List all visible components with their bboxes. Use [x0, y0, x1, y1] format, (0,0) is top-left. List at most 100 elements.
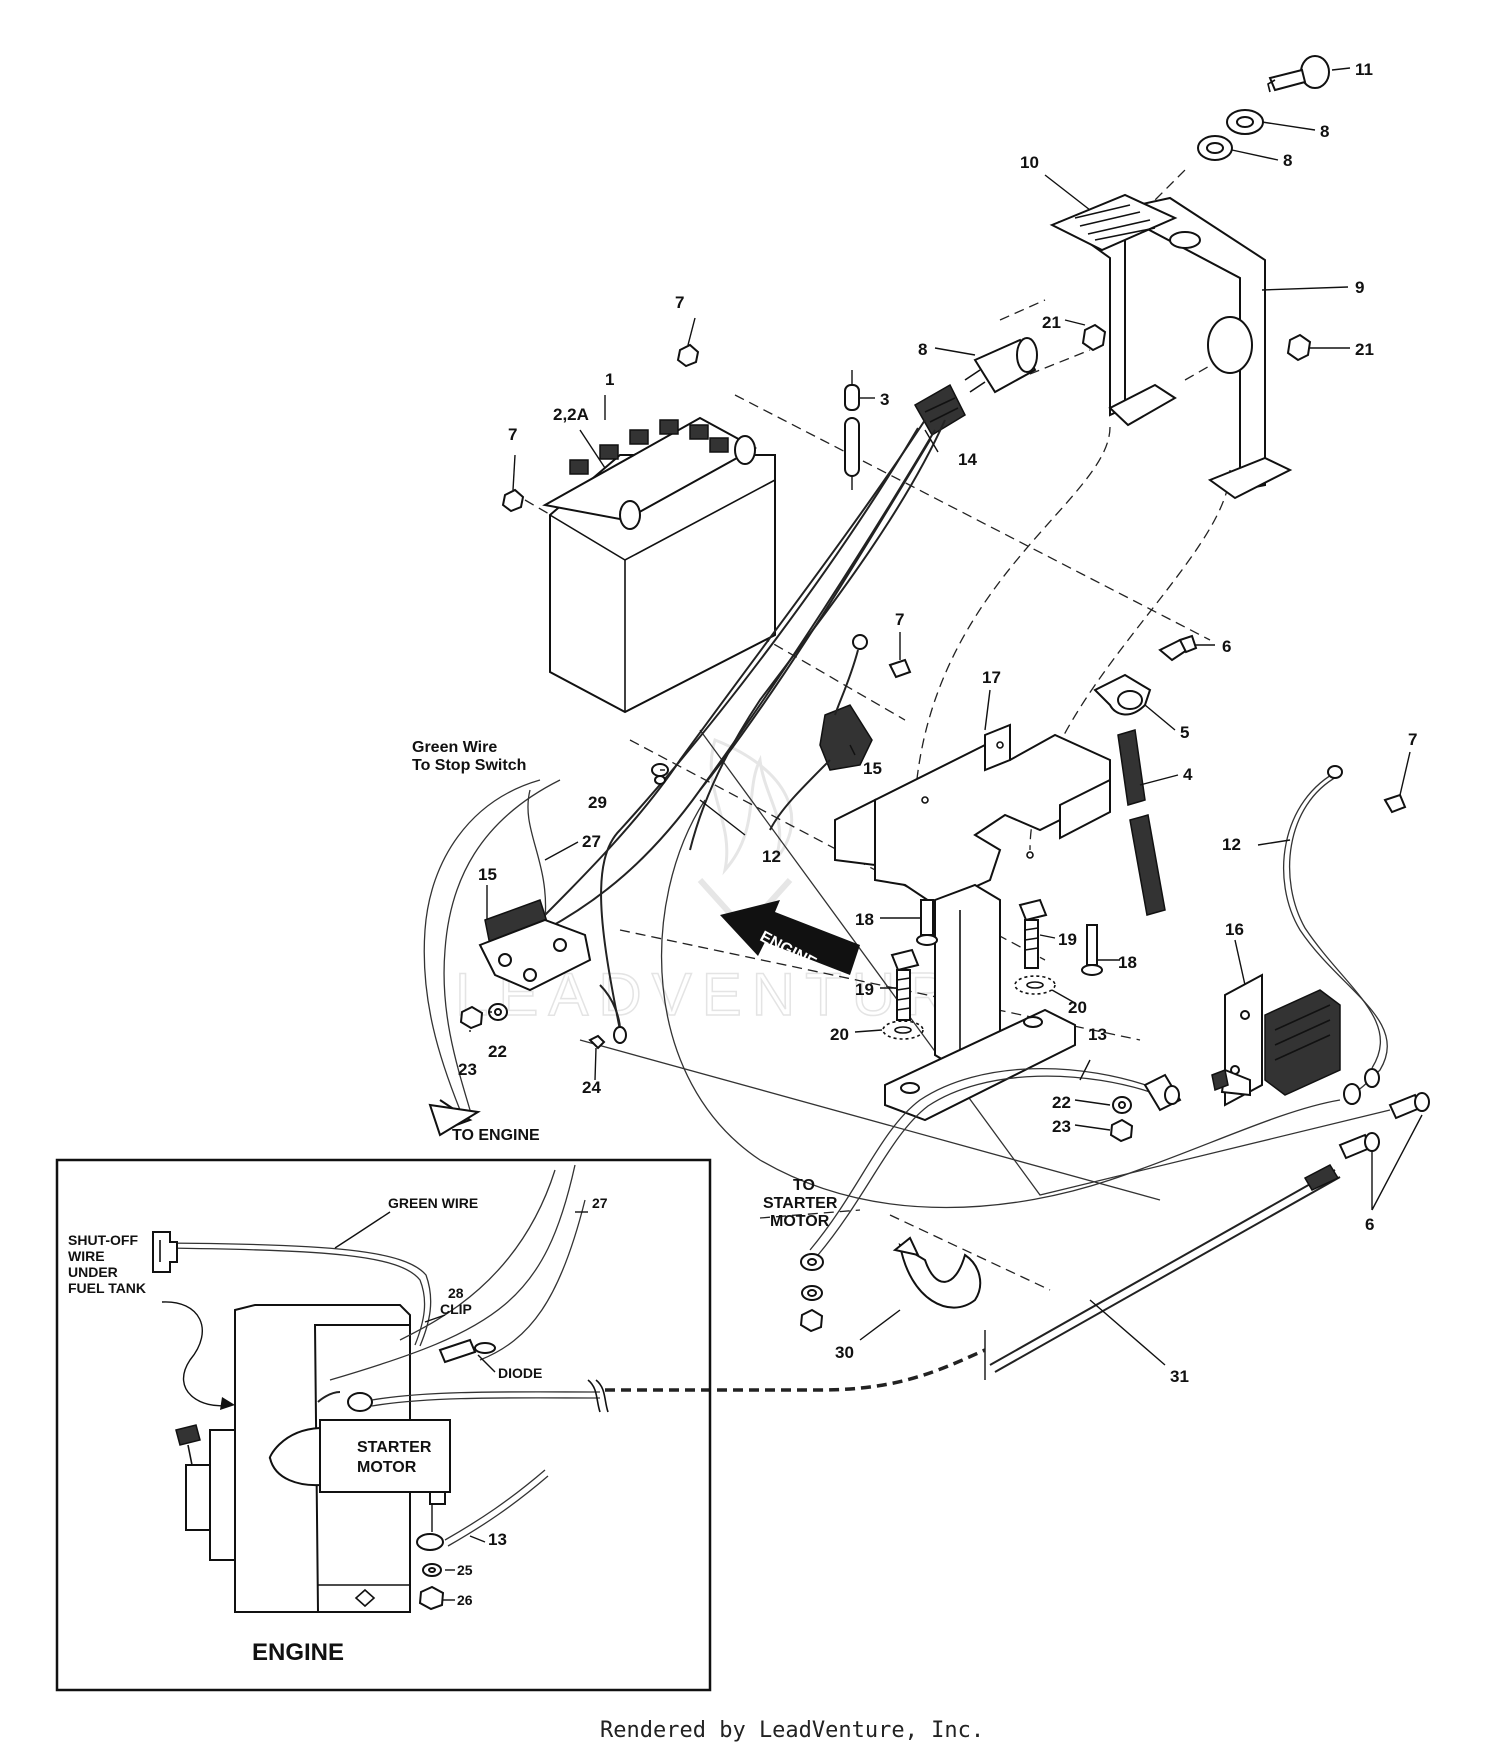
- frame-lines: [579, 729, 1391, 1201]
- ignition-switch: [964, 337, 1038, 394]
- ignition-key: [1267, 55, 1330, 93]
- callout-25: 25: [457, 1562, 473, 1578]
- callout-18-right: 18: [1118, 953, 1137, 972]
- callout-2-2a: 2,2A: [553, 405, 589, 424]
- green-wire: [423, 779, 561, 1111]
- fuse-holder: [844, 370, 860, 490]
- callout-12-right: 12: [1222, 835, 1241, 854]
- callout-29: 29: [588, 793, 607, 812]
- bolt-18-right: [1081, 924, 1103, 976]
- callout-6-bottom: 6: [1365, 1215, 1374, 1234]
- callout-6-top: 6: [1222, 637, 1231, 656]
- ground-terminal: [588, 984, 627, 1050]
- bolts: [890, 898, 1103, 1021]
- callout-15-mid: 15: [863, 759, 882, 778]
- callout-27-main: 27: [582, 832, 601, 851]
- callout-4: 4: [1183, 765, 1193, 784]
- green-wire-label-1: Green Wire: [412, 739, 497, 756]
- inset-shutoff-2: WIRE: [68, 1248, 105, 1264]
- keyswitch-washer: [1197, 135, 1233, 161]
- callout-24: 24: [582, 1078, 601, 1097]
- battery-tray: [834, 723, 1111, 907]
- callout-14: 14: [958, 450, 977, 469]
- to-starter-label-1: TO: [793, 1177, 815, 1194]
- cable-clamp: [1093, 673, 1152, 716]
- callout-22-right: 22: [1052, 1093, 1071, 1112]
- green-wire-label-2: To Stop Switch: [412, 757, 526, 774]
- diamond-marking: [354, 1588, 376, 1608]
- wiring-harness: [539, 419, 946, 1031]
- callout-7-top: 7: [675, 293, 684, 312]
- nuts-21: [1081, 323, 1312, 362]
- callout-9: 9: [1355, 278, 1364, 297]
- bolt-19-left: [890, 948, 920, 1021]
- decal: [1049, 193, 1178, 252]
- callout-19-left: 19: [855, 980, 874, 999]
- inset-shutoff-3: UNDER: [68, 1264, 118, 1280]
- callout-20-right: 20: [1068, 998, 1087, 1017]
- callout-27-inset: 27: [592, 1195, 608, 1211]
- callout-26: 26: [457, 1592, 473, 1608]
- protective-sleeve: [1117, 729, 1166, 916]
- callout-17: 17: [982, 668, 1001, 687]
- star-washers: [882, 975, 1056, 1040]
- inset-engine-title: ENGINE: [252, 1639, 344, 1666]
- callout-20-left: 20: [830, 1025, 849, 1044]
- wiring-connector: [913, 383, 966, 437]
- mounting-bracket: [1057, 196, 1293, 500]
- callout-3: 3: [880, 390, 889, 409]
- callout-19-right: 19: [1058, 930, 1077, 949]
- callout-16: 16: [1225, 920, 1244, 939]
- main-labels: Green Wire To Stop Switch TO ENGINE TO S…: [412, 739, 838, 1230]
- callout-21-left: 21: [1042, 313, 1061, 332]
- harness-loop: [660, 799, 1341, 1209]
- battery-cable-boot: [769, 634, 873, 831]
- callout-31: 31: [1170, 1367, 1189, 1386]
- callout-11: 11: [1355, 60, 1373, 79]
- callout-8-nut: 8: [1320, 122, 1329, 141]
- callout-23-left: 23: [458, 1060, 477, 1079]
- inset-shutoff-4: FUEL TANK: [68, 1280, 146, 1296]
- inset-labels: GREEN WIRE SHUT-OFF WIRE UNDER FUEL TANK…: [68, 1195, 542, 1666]
- callout-30: 30: [835, 1343, 854, 1362]
- callout-13-inset: 13: [488, 1530, 507, 1549]
- footer-credit: Rendered by LeadVenture, Inc.: [600, 1718, 984, 1743]
- to-engine-arrowhead: [428, 1103, 481, 1137]
- inset-clip-number: 28: [448, 1285, 464, 1301]
- callout-22-left: 22: [488, 1042, 507, 1061]
- battery-cable-right: [1283, 765, 1388, 1105]
- inset-green-wire: GREEN WIRE: [388, 1195, 478, 1211]
- callout-21-right: 21: [1355, 340, 1374, 359]
- callout-7-left: 7: [508, 425, 517, 444]
- to-starter-label-2: STARTER: [763, 1195, 838, 1212]
- to-engine-label: TO ENGINE: [452, 1127, 540, 1144]
- callout-leaders: [469, 67, 1423, 1366]
- callout-7-right: 7: [1408, 730, 1417, 749]
- callout-1: 1: [605, 370, 614, 389]
- terminal-block: [478, 899, 592, 992]
- starter-cable: [800, 1067, 1229, 1271]
- wire-clip-29: [651, 763, 669, 785]
- keyswitch-nut: [1226, 109, 1264, 135]
- callouts: 1 2,2A 3 4 5 6 6 7 7 7 7 8 8 8 9 10 11 1…: [457, 60, 1417, 1608]
- callout-7-mid: 7: [895, 610, 904, 629]
- bolt-18-left: [916, 899, 938, 946]
- battery-cells: [569, 419, 729, 475]
- ground-strap: [984, 1164, 1341, 1380]
- solenoid-washers: [1109, 1096, 1134, 1143]
- callout-23-right: 23: [1052, 1117, 1071, 1136]
- callout-10: 10: [1020, 153, 1039, 172]
- bolt-6-top: [1158, 634, 1198, 662]
- to-starter-label-3: MOTOR: [770, 1213, 830, 1230]
- callout-8-washer: 8: [1283, 151, 1292, 170]
- battery: [542, 416, 776, 714]
- inset-starter-1: STARTER: [357, 1439, 432, 1456]
- engine-inset: [152, 1164, 609, 1613]
- inset-shutoff-1: SHUT-OFF: [68, 1232, 138, 1248]
- small-fasteners-7: [501, 343, 1407, 814]
- battery-terminal-positive: [734, 435, 756, 465]
- callout-13-top: 13: [1088, 1025, 1107, 1044]
- inset-clip: CLIP: [440, 1301, 472, 1317]
- callout-5: 5: [1180, 723, 1189, 742]
- callout-18-left: 18: [855, 910, 874, 929]
